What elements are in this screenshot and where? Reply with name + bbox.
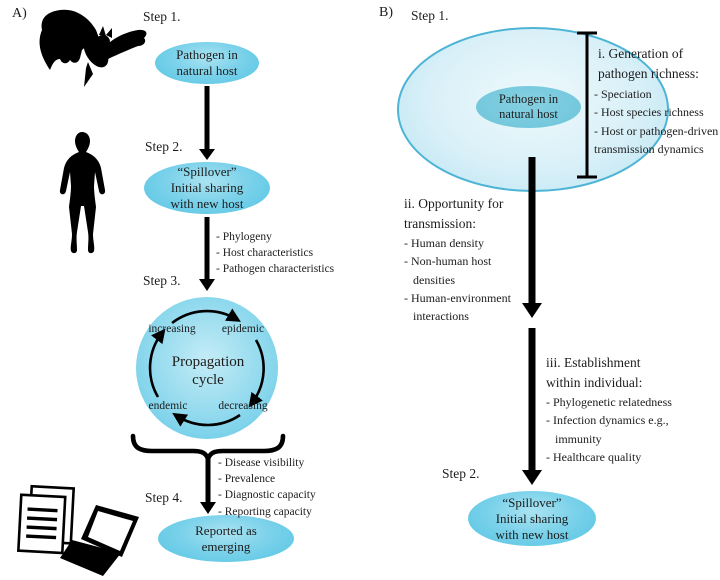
panel-b-label: B) bbox=[379, 5, 393, 20]
a-propagation-cycle-circle bbox=[136, 297, 278, 439]
cycle-center-label: Propagation cycle bbox=[171, 354, 245, 388]
laptop-icon bbox=[60, 505, 139, 576]
b-arrow-establishment bbox=[522, 328, 542, 485]
a-ellipse-spillover: “Spillover” Initial sharing with new hos… bbox=[144, 162, 270, 214]
a-ellipse-pathogen-natural-host: Pathogen in natural host bbox=[155, 42, 259, 84]
b-section-ii-items: - Human density - Non-human host densiti… bbox=[404, 236, 511, 324]
cycle-arc-left bbox=[148, 328, 166, 398]
papers-icon bbox=[16, 484, 76, 555]
b-section-iii-heading: iii. Establishment within individual: bbox=[546, 355, 643, 390]
b-section-i-items: - Speciation - Host species richness - H… bbox=[594, 87, 719, 156]
a-step4-label: Step 4. bbox=[145, 490, 183, 505]
a-ellipse-reported: Reported as emerging bbox=[158, 515, 294, 562]
cycle-arc-right bbox=[248, 339, 265, 408]
a-cycle-arrows bbox=[148, 308, 265, 427]
a-reporting-factors: - Disease visibility - Prevalence - Diag… bbox=[218, 457, 316, 518]
a-ellipse-reported-text: Reported as emerging bbox=[195, 522, 257, 554]
human-icon bbox=[59, 132, 106, 254]
b-section-iii-items: - Phylogenetic relatedness - Infection d… bbox=[546, 395, 672, 464]
b-section-ii-heading: ii. Opportunity for transmission: bbox=[404, 196, 504, 231]
b-ellipse-spillover: “Spillover” Initial sharing with new hos… bbox=[468, 491, 596, 546]
a-arrow-step2-step3 bbox=[199, 217, 215, 291]
a-step1-label: Step 1. bbox=[143, 9, 181, 24]
a-ellipse-pathogen-text: Pathogen in natural host bbox=[176, 47, 238, 78]
b-step2-label: Step 2. bbox=[442, 466, 480, 481]
b-step1-label: Step 1. bbox=[411, 8, 449, 23]
panel-a-label: A) bbox=[12, 6, 27, 21]
b-bracket-generation bbox=[577, 31, 597, 179]
cycle-label-epidemic: epidemic bbox=[221, 323, 265, 335]
b-arrow-opportunity bbox=[522, 157, 542, 318]
b-ellipse-pathogen-natural-host: Pathogen in natural host bbox=[476, 86, 581, 128]
a-step2-label: Step 2. bbox=[145, 139, 183, 154]
cycle-label-decreasing: decreasing bbox=[218, 400, 268, 412]
a-arrow-step3-step4 bbox=[200, 457, 216, 514]
b-ellipse-spillover-text: “Spillover” Initial sharing with new hos… bbox=[495, 494, 569, 542]
a-spillover-factors: - Phylogeny - Host characteristics - Pat… bbox=[216, 231, 335, 276]
b-section-i-heading: i. Generation of pathogen richness: bbox=[598, 46, 699, 81]
b-ellipse-pathogen-text: Pathogen in natural host bbox=[498, 92, 559, 121]
a-step3-label: Step 3. bbox=[143, 273, 181, 288]
a-ellipse-spillover-text: “Spillover” Initial sharing with new hos… bbox=[170, 164, 244, 211]
cycle-arc-bottom bbox=[172, 412, 241, 427]
bat-icon bbox=[39, 9, 147, 87]
a-arrow-step1-step2 bbox=[199, 86, 215, 160]
cycle-arc-top bbox=[171, 308, 241, 325]
cycle-label-endemic: endemic bbox=[148, 400, 188, 412]
cycle-label-increasing: increasing bbox=[148, 323, 196, 335]
